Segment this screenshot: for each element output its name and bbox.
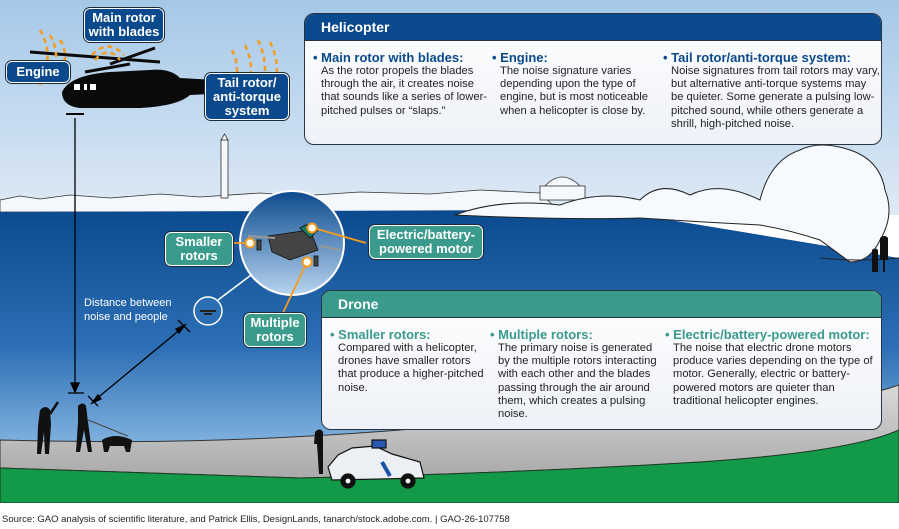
item-title: • Engine:	[492, 50, 548, 65]
helicopter-item-main-rotor: • Main rotor with blades: As the rotor p…	[313, 50, 491, 118]
drone-panel-title: Drone	[322, 291, 881, 318]
item-body: As the rotor propels the blades through …	[321, 65, 488, 117]
callout-electric-motor: Electric/battery- powered motor	[369, 225, 483, 259]
callout-engine: Engine	[6, 61, 70, 83]
drone-item-smaller-rotors: • Smaller rotors: Compared with a helico…	[330, 327, 488, 395]
callout-smaller-rotors: Smaller rotors	[165, 232, 233, 266]
helicopter-panel-title: Helicopter	[305, 14, 881, 41]
distance-indicators	[68, 118, 191, 407]
shore	[819, 257, 899, 261]
police-car	[327, 439, 425, 489]
helicopter	[29, 46, 262, 115]
item-body: The noise signature varies depending upo…	[500, 65, 649, 117]
item-title: • Multiple rotors:	[490, 327, 593, 342]
item-body: Compared with a helicopter, drones have …	[338, 342, 484, 394]
drone-panel: Drone • Smaller rotors: Compared with a …	[321, 290, 882, 430]
people-silhouettes	[37, 236, 888, 474]
helicopter-item-engine: • Engine: The noise signature varies dep…	[492, 50, 656, 118]
item-title: • Tail rotor/anti-torque system:	[663, 50, 851, 65]
drone-item-electric-motor: • Electric/battery-powered motor: The no…	[665, 327, 878, 408]
drone-item-multiple-rotors: • Multiple rotors: The primary noise is …	[490, 327, 664, 421]
item-title: • Electric/battery-powered motor:	[665, 327, 870, 342]
item-title: • Main rotor with blades:	[313, 50, 464, 65]
source-note: Source: GAO analysis of scientific liter…	[2, 514, 510, 525]
illustration-scene: Main rotor with blades Engine Tail rotor…	[0, 0, 899, 503]
item-title: • Smaller rotors:	[330, 327, 431, 342]
item-body: The noise that electric drone motors pro…	[673, 342, 873, 407]
helicopter-item-tail-rotor: • Tail rotor/anti-torque system: Noise s…	[663, 50, 881, 131]
item-body: The primary noise is generated by the mu…	[498, 342, 657, 421]
callout-dots	[244, 222, 318, 268]
callout-tail-rotor: Tail rotor/ anti-torque system	[205, 73, 289, 120]
distance-label: Distance between noise and people	[84, 297, 172, 323]
washington-monument	[220, 139, 229, 199]
callout-multiple-rotors: Multiple rotors	[244, 313, 306, 347]
helicopter-panel: Helicopter • Main rotor with blades: As …	[304, 13, 882, 145]
trees	[454, 144, 890, 263]
callout-main-rotor: Main rotor with blades	[84, 8, 164, 42]
item-body: Noise signatures from tail rotors may va…	[671, 65, 880, 130]
